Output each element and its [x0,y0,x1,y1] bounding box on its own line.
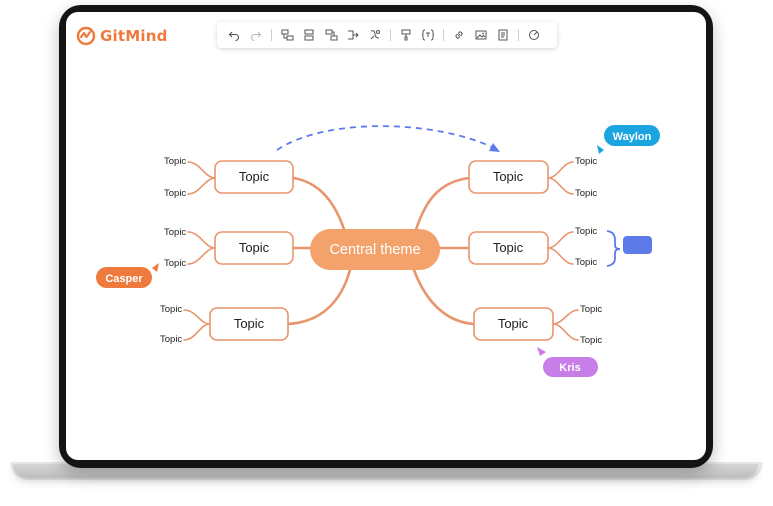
cursor-pointer-icon [597,145,604,154]
relationship-line[interactable] [276,125,495,151]
subtopic-label[interactable]: Topic [160,334,182,345]
collaborator-badge-casper [96,267,152,288]
insert-child-icon[interactable] [280,28,294,42]
topic-node-left-3[interactable] [209,307,289,341]
summary-bracket[interactable] [606,230,621,267]
collaborator-name-kris: Kris [559,362,580,374]
subtopic-label[interactable]: Topic [575,257,597,268]
subtopic-label[interactable]: Topic [164,258,186,269]
collaborator-badge-kris [543,357,598,377]
collaborator-badge-waylon [604,125,660,146]
style-icon[interactable] [527,28,541,42]
subtopic-label[interactable]: Topic [575,188,597,199]
toolbar-separator [443,29,444,41]
insert-parent-icon[interactable] [324,28,338,42]
subtopic-label[interactable]: Topic [164,188,186,199]
summary-icon[interactable] [368,28,382,42]
topic-label: Topic [498,316,529,331]
topic-label: Topic [493,240,524,255]
image-icon[interactable] [474,28,488,42]
gitmind-logo-icon [76,26,96,46]
app-logo: GitMind [76,26,168,46]
insert-sibling-icon[interactable] [302,28,316,42]
topic-node-left-1[interactable] [214,160,294,194]
branch-connector [412,176,471,238]
formula-icon[interactable] [421,28,435,42]
subtopic-label[interactable]: Topic [575,156,597,167]
toolbar [217,22,557,48]
app-screen: GitMind [66,12,706,460]
topic-node-right-3[interactable] [473,307,554,341]
link-icon[interactable] [452,28,466,42]
relationship-icon[interactable] [346,28,360,42]
cursor-pointer-icon [152,263,159,272]
subtopic-label[interactable]: Topic [580,335,602,346]
subtopic-label[interactable]: Topic [580,304,602,315]
subtopic-label[interactable]: Topic [164,156,186,167]
topic-node-right-1[interactable] [468,160,549,194]
topic-label: Topic [493,169,524,184]
branch-connector [286,268,352,326]
collaborator-name-casper: Casper [105,273,143,285]
topic-node-left-2[interactable] [214,231,294,265]
topic-label: Topic [239,169,270,184]
mindmap-canvas[interactable]: Central theme Topic Topic Topic Topic To… [66,12,706,460]
subtopic-label[interactable]: Topic [575,226,597,237]
format-painter-icon[interactable] [399,28,413,42]
relationship-arrowhead [489,143,500,152]
redo-icon[interactable] [249,28,263,42]
undo-icon[interactable] [227,28,241,42]
summary-node[interactable] [623,236,652,254]
topic-node-right-2[interactable] [468,231,549,265]
subtopic-label[interactable]: Topic [160,304,182,315]
topic-label: Topic [234,316,265,331]
collaborator-name-waylon: Waylon [613,131,652,143]
central-theme-node[interactable] [310,229,440,270]
central-theme-label: Central theme [329,242,420,258]
topic-label: Topic [239,240,270,255]
app-name: GitMind [100,27,168,45]
subtopic-label[interactable]: Topic [164,227,186,238]
note-icon[interactable] [496,28,510,42]
cursor-pointer-icon [537,347,546,356]
toolbar-separator [271,29,272,41]
branch-connector [412,268,476,326]
toolbar-separator [390,29,391,41]
toolbar-separator [518,29,519,41]
